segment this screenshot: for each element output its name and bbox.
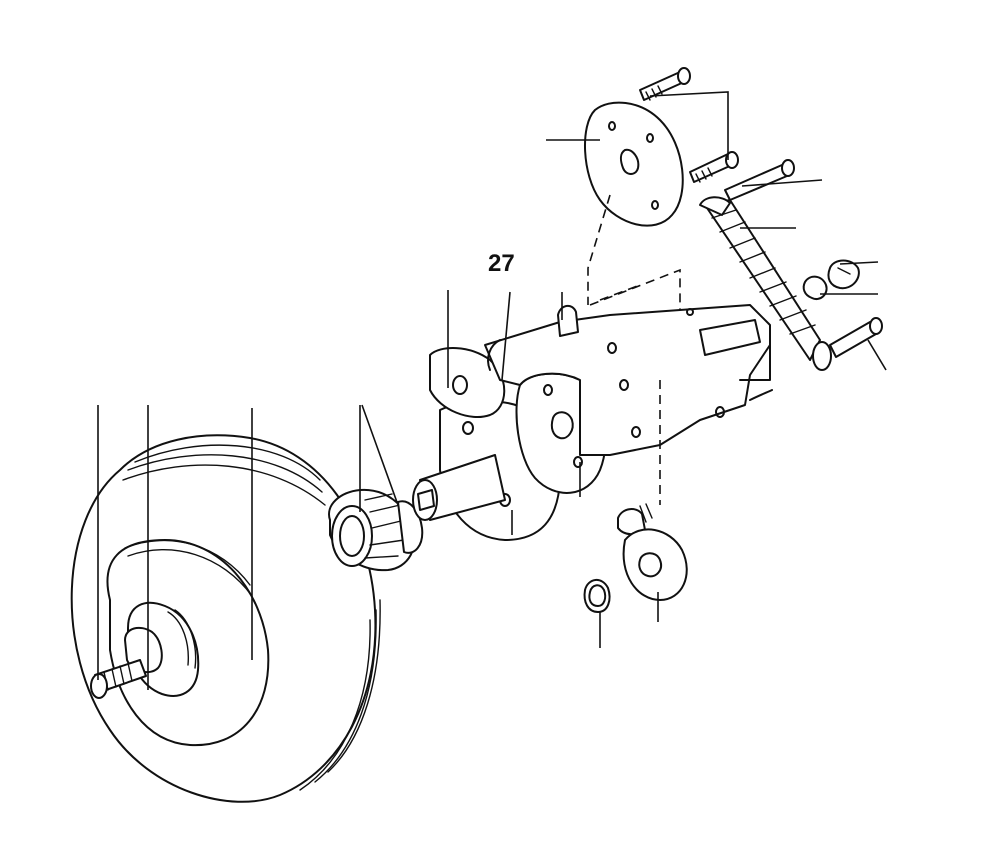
right-nut-2 [802,275,828,300]
spring-bolt [724,159,795,201]
top-cover-plate [583,101,684,227]
bearing [328,488,424,572]
top-bolt-2 [689,151,739,183]
mounting-bracket [484,304,773,456]
tension-spring [699,196,832,371]
part-number-label: 27 [488,250,515,277]
top-bolt-1 [639,67,691,101]
leader-lines [97,91,887,690]
alignment-lines [587,194,681,505]
snap-ring [583,579,611,613]
lower-washer [622,528,688,601]
right-bolt [829,317,883,358]
right-nut-1 [827,259,860,290]
large-pulley [70,434,381,803]
